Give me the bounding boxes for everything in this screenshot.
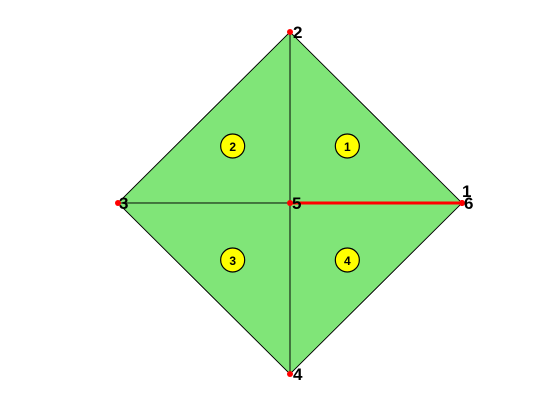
mesh-edge-2-3 (117, 31, 291, 204)
node-marker-2 (287, 29, 293, 35)
node-label-2: 2 (293, 23, 302, 42)
node-label-6: 6 (464, 194, 473, 213)
node-label-5: 5 (292, 194, 301, 213)
node-labels: 1 2 3 4 5 6 (119, 23, 473, 384)
node-marker-4 (287, 371, 293, 377)
node-label-4: 4 (293, 365, 303, 384)
element-label-3: 3 (229, 254, 236, 268)
element-label-1: 1 (344, 140, 351, 154)
node-marker-3 (115, 200, 121, 206)
element-badge-2 (220, 133, 246, 159)
element-labels: 1 2 3 4 (220, 133, 360, 273)
element-badge-1 (334, 133, 360, 159)
element-badge-4 (334, 247, 360, 273)
mesh-edge-3-4 (117, 202, 291, 375)
element-label-4: 4 (344, 254, 351, 268)
node-marker-5 (287, 200, 293, 206)
mesh-edge-4-6 (289, 202, 463, 375)
node-marker-6 (459, 200, 465, 206)
node-markers (115, 29, 465, 377)
element-badge-3 (220, 247, 246, 273)
mesh-edge-1-2 (289, 31, 463, 204)
element-label-2: 2 (229, 140, 236, 154)
node-label-3: 3 (119, 194, 128, 213)
node-label-1: 1 (462, 182, 471, 201)
